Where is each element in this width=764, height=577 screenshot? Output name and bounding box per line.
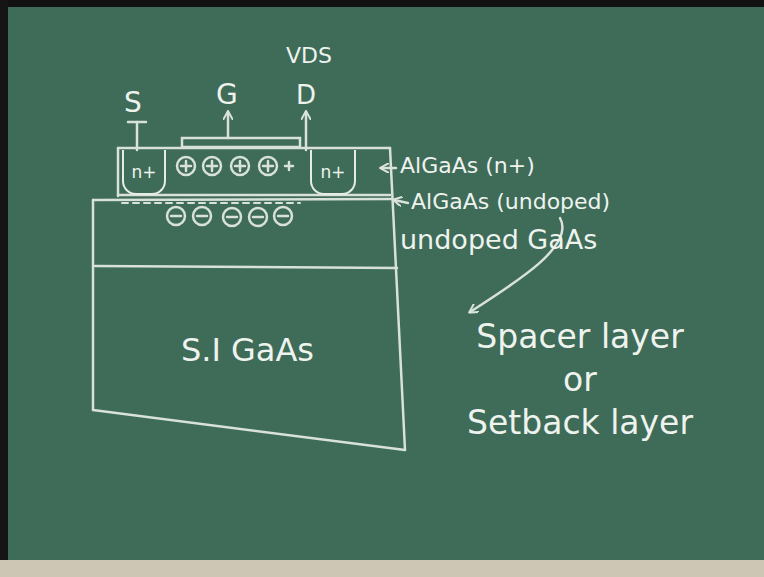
source-lead (136, 122, 139, 150)
gate-metal (182, 138, 300, 147)
layer-label: AlGaAs (undoped) (411, 190, 610, 213)
board-frame (0, 0, 764, 7)
layer-line (95, 266, 397, 268)
electrons (167, 207, 292, 226)
device-edge (92, 200, 95, 410)
region-text: n+ (320, 162, 345, 182)
board-frame (0, 0, 8, 577)
doped-region: n+ (122, 150, 166, 195)
donor-ions (177, 157, 293, 175)
terminal-label: D (296, 82, 316, 109)
substrate-layer: S.I GaAs (100, 290, 395, 410)
layer-line (118, 194, 390, 197)
layer-line (93, 199, 391, 200)
drain-lead (305, 112, 308, 150)
device-edge (93, 410, 405, 450)
doped-region: n+ (310, 150, 356, 195)
terminal-label: VDS (286, 44, 332, 67)
leader-arrow (394, 200, 408, 203)
layer-label: undoped GaAs (400, 226, 597, 254)
leader-arrow (381, 167, 396, 170)
region-text: S.I GaAs (181, 331, 314, 369)
device-edge (390, 148, 405, 450)
terminal-label: G (216, 80, 238, 109)
gate-lead (227, 112, 230, 138)
callout-note: Spacer layer or Setback layer (440, 316, 720, 445)
region-text: n+ (131, 162, 156, 182)
source-lead (128, 121, 146, 124)
electron-gas (122, 202, 300, 204)
chalk-tray (0, 560, 764, 577)
terminal-label: S (124, 88, 142, 117)
layer-line (117, 148, 120, 196)
layer-label: AlGaAs (n+) (400, 154, 535, 177)
